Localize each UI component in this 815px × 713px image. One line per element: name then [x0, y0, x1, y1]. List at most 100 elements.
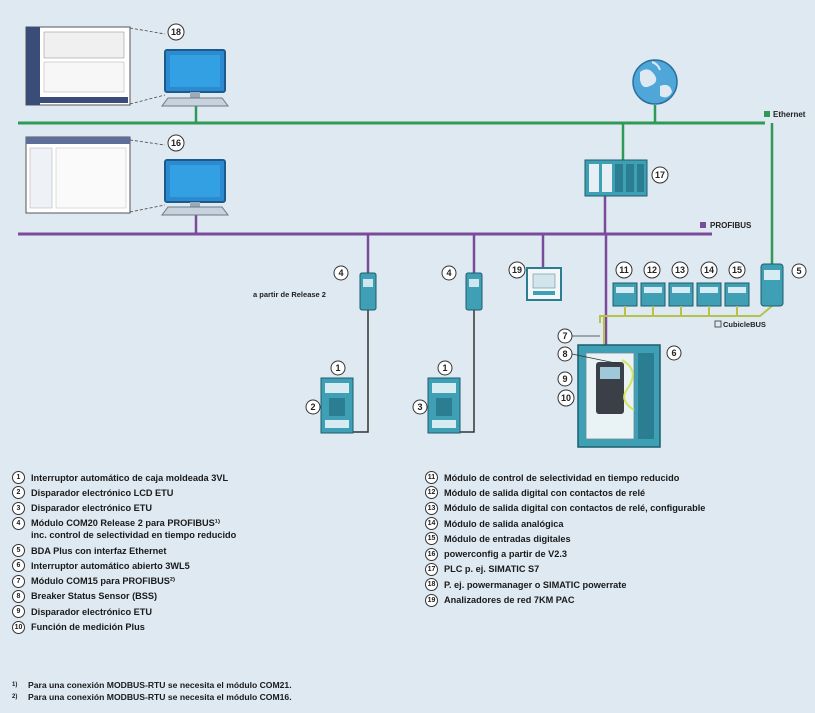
callout-1a: 1	[330, 360, 346, 376]
legend-text: Disparador electrónico ETU	[31, 503, 152, 514]
callout-6: 6	[666, 345, 682, 361]
legend-number: 16	[425, 547, 438, 561]
svg-text:3: 3	[417, 402, 422, 412]
legend-text: Breaker Status Sensor (BSS)	[31, 591, 158, 602]
footnote: 2) Para una conexión MODBUS-RTU se necesi…	[12, 691, 292, 703]
legend-item: 7 Módulo COM15 para PROFIBUS²⁾	[12, 573, 412, 588]
callout-15: 15	[728, 261, 746, 279]
legend-text: Módulo de control de selectividad en tie…	[444, 472, 680, 483]
legend-number: 2	[12, 486, 25, 500]
svg-text:14: 14	[704, 265, 714, 275]
internet-globe-icon	[632, 59, 678, 105]
legend-item: 2 Disparador electrónico LCD ETU	[12, 485, 412, 500]
svg-text:16: 16	[171, 138, 181, 148]
callout-4b: 4	[441, 265, 457, 281]
callout-8: 8	[557, 346, 621, 365]
legend-item: 4 Módulo COM20 Release 2 para PROFIBUS¹⁾i…	[12, 516, 412, 543]
callout-18: 18	[167, 23, 185, 41]
cubiclebus-label: CubicleBUS	[723, 320, 766, 329]
legend-number: 18	[425, 578, 438, 592]
callout-16: 16	[167, 134, 185, 152]
callout-9: 9	[557, 371, 573, 387]
mccb-3vl-b	[427, 377, 461, 434]
mccb-b-cable	[460, 310, 475, 433]
legend-number: 4	[12, 516, 25, 530]
pc-powerconfig	[25, 136, 229, 216]
callout-14: 14	[700, 261, 718, 279]
footnote: 1)Para una conexión MODBUS-RTU se necesi…	[12, 679, 292, 691]
legend-number: 5	[12, 544, 25, 558]
legend-text: Disparador electrónico ETU	[31, 606, 152, 617]
legend-right-column: 11 Módulo de control de selectividad en t…	[425, 470, 805, 608]
svg-text:4: 4	[446, 268, 451, 278]
release-note-label: a partir de Release 2	[253, 290, 326, 299]
footnote-text: Para una conexión MODBUS-RTU se necesita…	[28, 692, 292, 702]
legend-text: PLC p. ej. SIMATIC S7	[444, 564, 540, 575]
legend-number: 15	[425, 532, 438, 546]
mccb-a-cable	[353, 310, 369, 433]
legend-number: 13	[425, 501, 438, 515]
bda-plus-module	[760, 263, 784, 307]
legend-text: powerconfig a partir de V2.3	[444, 549, 568, 560]
legend-item: 1 Interruptor automático de caja moldeada…	[12, 470, 412, 485]
legend-number: 10	[12, 620, 25, 634]
legend-item: 11 Módulo de control de selectividad en t…	[425, 470, 805, 485]
callout-7: 7	[557, 328, 600, 344]
svg-text:10: 10	[561, 393, 571, 403]
legend-number: 7	[12, 574, 25, 588]
legend-number: 11	[425, 471, 438, 485]
legend-number: 3	[12, 501, 25, 515]
legend-item: 16 powerconfig a partir de V2.3	[425, 546, 805, 561]
svg-text:18: 18	[171, 27, 181, 37]
com20-module-a	[359, 272, 377, 311]
legend-number: 1	[12, 471, 25, 485]
legend-number: 8	[12, 589, 25, 603]
svg-text:1: 1	[442, 363, 447, 373]
legend-text: Módulo COM20 Release 2 para PROFIBUS¹⁾	[31, 517, 221, 528]
legend-text: Disparador electrónico LCD ETU	[31, 487, 174, 498]
profibus-label: PROFIBUS	[710, 221, 752, 230]
svg-text:7: 7	[562, 331, 567, 341]
com20-module-b	[465, 272, 483, 311]
legend-text: Módulo COM15 para PROFIBUS²⁾	[31, 576, 176, 587]
legend-item: 8 Breaker Status Sensor (BSS)	[12, 589, 412, 604]
legend-text: Interruptor automático abierto 3WL5	[31, 560, 190, 571]
callout-2: 2	[305, 399, 321, 415]
svg-text:11: 11	[619, 265, 629, 275]
footnotes: 1)Para una conexión MODBUS-RTU se necesi…	[12, 679, 292, 703]
legend-text: Analizadores de red 7KM PAC	[444, 595, 575, 606]
ethernet-label: Ethernet	[773, 110, 806, 119]
callout-4a: 4	[333, 265, 349, 281]
legend-text-line2: inc. control de selectividad en tiempo r…	[31, 529, 237, 540]
mccb-3vl-a	[320, 377, 354, 434]
legend-text: Interruptor automático de caja moldeada …	[31, 472, 229, 483]
svg-text:5: 5	[796, 266, 801, 276]
ethernet-legend-square	[764, 111, 770, 117]
legend-item: 10 Función de medición Plus	[12, 619, 412, 634]
legend-number: 6	[12, 559, 25, 573]
callout-3: 3	[412, 399, 428, 415]
footnote-mark: 2)	[12, 694, 18, 700]
svg-text:8: 8	[562, 349, 567, 359]
legend-number: 12	[425, 486, 438, 500]
legend-item: 18 P. ej. powermanager o SIMATIC powerrat…	[425, 577, 805, 592]
svg-text:6: 6	[671, 348, 676, 358]
footnote-text: Para una conexión MODBUS-RTU se necesita…	[28, 680, 292, 690]
callout-10: 10	[557, 389, 575, 407]
callout-1b: 1	[437, 360, 453, 376]
profibus-legend-square	[700, 222, 706, 228]
legend-text: Módulo de salida digital con contactos d…	[444, 487, 646, 498]
svg-text:12: 12	[647, 265, 657, 275]
legend-text: Función de medición Plus	[31, 622, 145, 633]
breaker-3wl5	[577, 344, 661, 448]
cubiclebus-legend-square	[714, 320, 722, 328]
legend-text: P. ej. powermanager o SIMATIC powerrate	[444, 579, 627, 590]
callout-19: 19	[508, 261, 526, 279]
legend-item: 6 Interruptor automático abierto 3WL5	[12, 558, 412, 573]
pac-analyzer	[526, 267, 562, 301]
